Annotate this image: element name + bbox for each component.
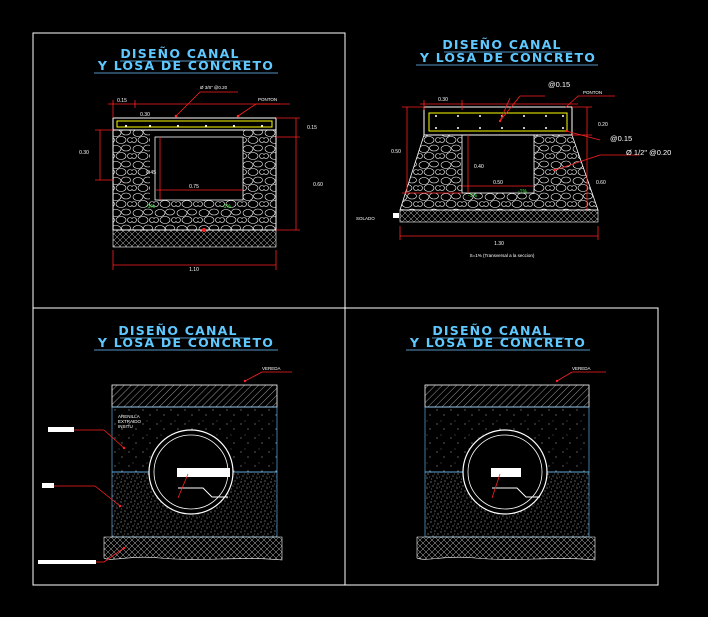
panel-1-outline (112, 117, 277, 231)
panel-2-slope-left: -1% (468, 193, 477, 199)
panel-2-solado-fill (399, 209, 599, 223)
panel-1-stone-masonry-right (243, 130, 276, 230)
panel-2-ponton-label: PONTON (583, 90, 602, 95)
panel-4-title-line2: Y LOSA DE CONCRETO (409, 335, 586, 350)
panel-4-pipe-tag (491, 468, 521, 477)
panel-4-foundation (416, 536, 596, 561)
panel-3-vereda-label: VEREDA (262, 366, 281, 371)
panel-1-concrete-slab (112, 117, 277, 131)
frame-bottom-right (344, 307, 659, 586)
panel-1-dim-left-cover: 0.15 (117, 98, 127, 104)
panel-2-dim-total-width: 1.30 (494, 241, 504, 247)
panel-4-title-line1: DISEÑO CANAL (432, 323, 551, 338)
panel-3-tag-2 (42, 483, 54, 488)
panel-1-dim-total-width: 1.10 (189, 267, 199, 273)
panel-1-rebar-label: Ø 3/8" @0.20 (200, 85, 228, 90)
panel-2: DISEÑO CANAL Y LOSA DE CONCRETO (356, 37, 671, 258)
panel-4-vereda-label: VEREDA (572, 366, 591, 371)
panel-2-rebar-dots (435, 115, 564, 129)
panel-3-pipe-tag (177, 468, 230, 477)
panel-1-channel-void (154, 136, 244, 201)
panel-1-slope-right: -1% (222, 204, 231, 210)
panel-3-vereda-slab (111, 384, 278, 408)
panel-1-stone-masonry-bottom (150, 200, 243, 230)
panel-3-fill-label-2: EXTRAIDO (118, 419, 142, 424)
panel-1-dim-inner-h: 0.45 (146, 170, 156, 176)
panel-2-dim-inner-w: 0.50 (493, 180, 503, 186)
panel-2-solado-label: SOLADO (356, 216, 375, 221)
panel-4: DISEÑO CANAL Y LOSA DE CONCRETO VEREDA (406, 323, 606, 561)
panel-3-water-level (178, 487, 228, 498)
panel-3-title-line2: Y LOSA DE CONCRETO (97, 335, 274, 350)
panel-2-rebar-a-label: @0.15 (610, 134, 632, 143)
panel-1-dim-slab: 0.15 (307, 125, 317, 131)
panel-2-title-line1: DISEÑO CANAL (442, 37, 561, 52)
panel-2-title-line2: Y LOSA DE CONCRETO (419, 50, 596, 65)
panel-2-stirrup-label: @0.15 (548, 80, 570, 89)
panel-3-tag-3 (38, 560, 96, 564)
panel-1-title-line2: Y LOSA DE CONCRETO (97, 58, 274, 73)
panel-2-dim-height-right: 0.60 (596, 180, 606, 186)
panel-1: DISEÑO CANAL Y LOSA DE CONCRETO (79, 46, 323, 273)
panel-2-dim-inner-h: 0.40 (474, 164, 484, 170)
panel-2-dim-height-left: 0.50 (391, 149, 401, 155)
panel-3-fill-label-3: INSITU (118, 424, 133, 429)
panel-3: DISEÑO CANAL Y LOSA DE CONCRETO VEREDA A… (38, 323, 292, 564)
panel-2-dim-slab: 0.20 (598, 122, 608, 128)
panel-2-slope-note: S=1% (Transversal a la seccion) (470, 253, 535, 258)
panel-2-rebar-cage (428, 112, 568, 132)
panel-1-slope-left: -1% (146, 204, 155, 210)
panel-2-channel-void (461, 134, 535, 194)
panel-2-dim-top-span: 0.30 (438, 97, 448, 103)
panel-1-rebar-dots (124, 124, 264, 128)
panel-3-fill-label-1: ARENILLA (118, 414, 140, 419)
panel-1-dim-inner-w: 0.75 (189, 184, 199, 190)
panel-1-rebar-cage (116, 120, 273, 128)
panel-3-foundation (103, 536, 283, 561)
panel-3-title-line1: DISEÑO CANAL (118, 323, 237, 338)
panel-4-leaders (491, 371, 606, 499)
panel-1-dim-height-left: 0.30 (79, 150, 89, 156)
panel-1-ponton-label: PONTON (258, 97, 277, 102)
panel-4-water-level (492, 487, 540, 498)
panel-4-vereda-slab (424, 384, 590, 408)
panel-2-solado-marker (393, 213, 399, 218)
panel-3-tag-1 (48, 427, 74, 432)
panel-1-title-line1: DISEÑO CANAL (120, 46, 239, 61)
panel-2-dimensions (399, 95, 640, 240)
panel-1-dimensions (95, 91, 300, 270)
panel-2-slope-right: -1% (518, 189, 527, 195)
panel-2-rebar-b-label: Ø 1/2" @0.20 (626, 148, 671, 157)
panel-1-dim-top-span: 0.30 (140, 112, 150, 118)
panel-2-concrete-slab (423, 106, 573, 136)
panel-1-base-fill (112, 229, 277, 248)
panel-3-leaders (54, 371, 292, 563)
panel-1-stone-masonry-left (113, 130, 150, 230)
panel-1-dim-height-right: 0.60 (313, 182, 323, 188)
panel-4-pipe-inner (467, 434, 543, 510)
